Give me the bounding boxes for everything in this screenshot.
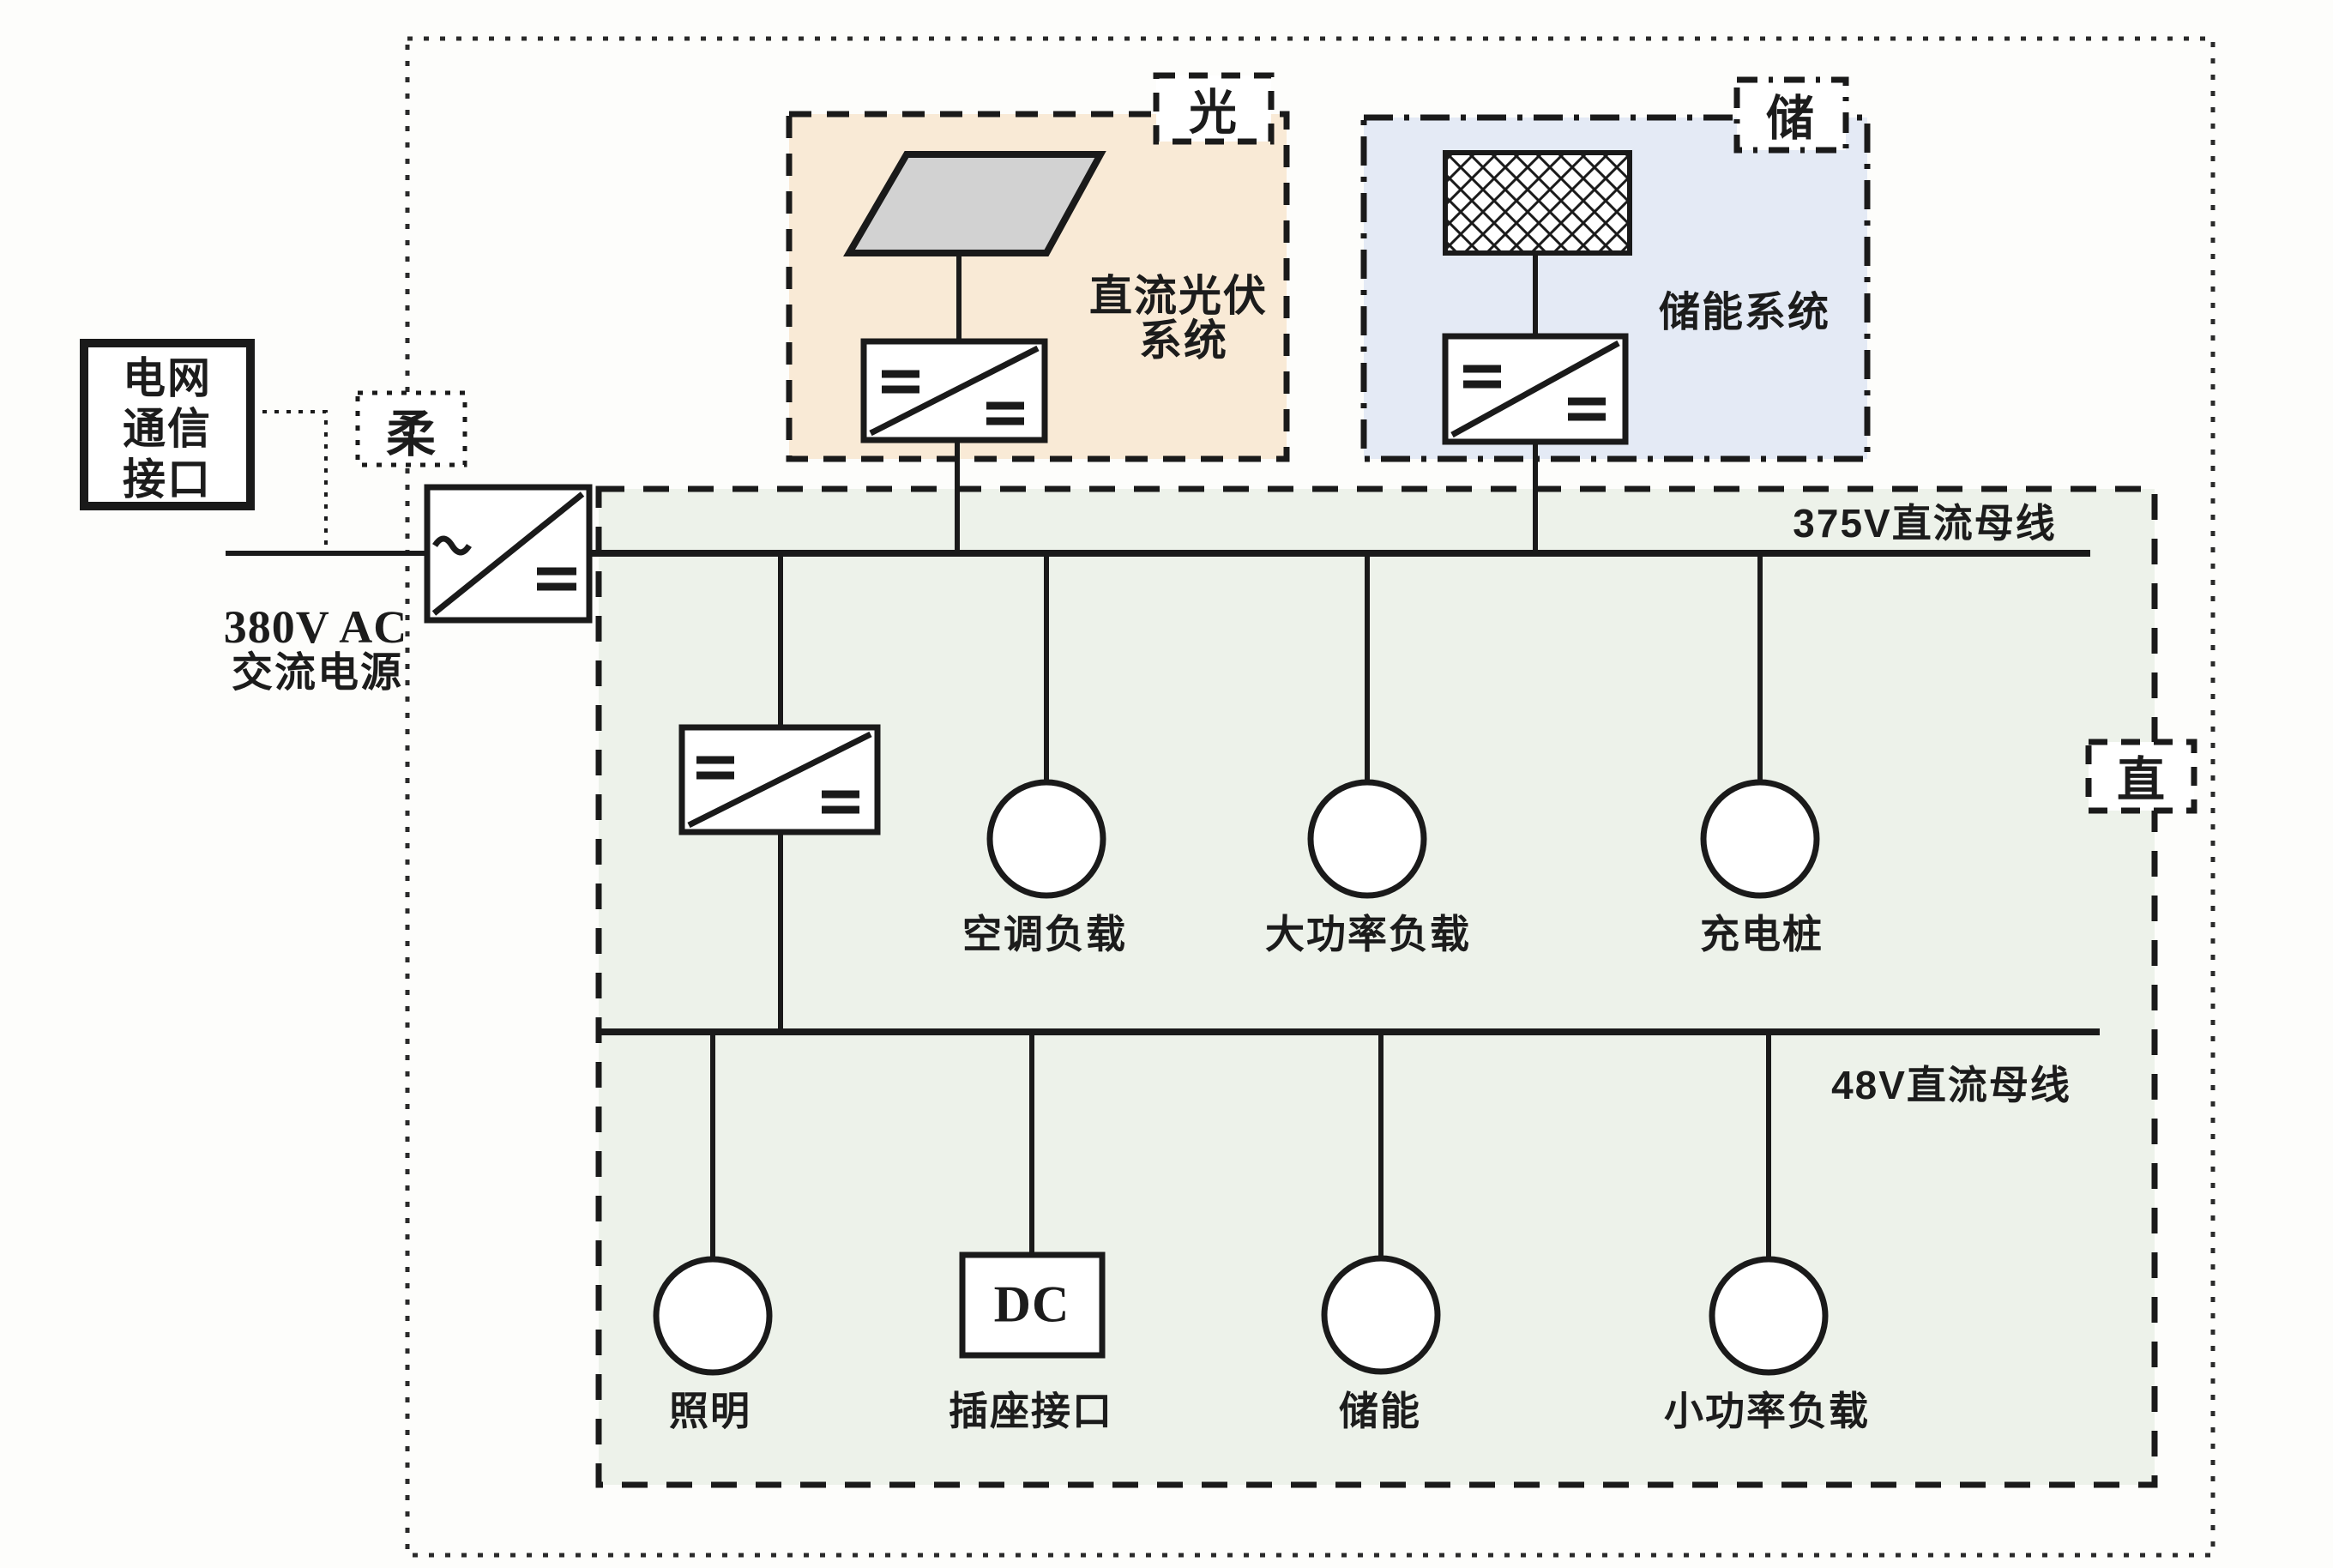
grid-interface-line1: 电网 bbox=[123, 354, 212, 402]
badge-storage: 储 bbox=[1766, 91, 1816, 146]
load-label-low-power: 小功率负载 bbox=[1664, 1389, 1870, 1433]
badge-dc: 直 bbox=[2117, 752, 2167, 807]
badge-pv: 光 bbox=[1189, 85, 1239, 140]
badge-box-storage bbox=[1733, 76, 1849, 154]
load-label-high-power: 大功率负载 bbox=[1265, 912, 1471, 956]
load-label-socket-interface: 插座接口 bbox=[949, 1389, 1113, 1433]
battery-hatch bbox=[1445, 153, 1630, 253]
badge-box-pv bbox=[1153, 72, 1275, 145]
grid-interface-line2: 通信 bbox=[123, 405, 212, 453]
interbus-dc-dc-converter-icon bbox=[678, 724, 881, 835]
dc-socket-label: DC bbox=[993, 1276, 1070, 1333]
load-circle-high-power bbox=[1307, 779, 1427, 899]
load-label-ev-charger: 充电桩 bbox=[1700, 912, 1824, 956]
load-label-storage: 储能 bbox=[1339, 1389, 1421, 1433]
grid-interface-line3: 接口 bbox=[123, 455, 212, 504]
solar-panel-icon bbox=[843, 151, 1106, 256]
grid-interface-box bbox=[80, 339, 255, 510]
ac-source-label-line2: 交流电源 bbox=[231, 650, 404, 696]
dc-socket-box bbox=[959, 1251, 1106, 1359]
load-circle-storage bbox=[1321, 1255, 1441, 1375]
bus-48v-label: 48V直流母线 bbox=[1831, 1063, 2071, 1107]
bus-375v-label: 375V直流母线 bbox=[1793, 501, 2057, 546]
pv-system-label-line2: 系统 bbox=[1139, 317, 1228, 365]
load-circle-low-power bbox=[1709, 1256, 1829, 1376]
load-label-lighting: 照明 bbox=[669, 1389, 751, 1433]
storage-dc-dc-converter-icon bbox=[1442, 333, 1629, 445]
pv-dc-dc-converter-icon bbox=[860, 338, 1048, 443]
load-circle-lighting bbox=[653, 1256, 773, 1376]
comms-link-wire bbox=[250, 410, 328, 553]
load-circle-ev-charger bbox=[1700, 779, 1820, 899]
pv-system-label-line1: 直流光伏 bbox=[1089, 272, 1268, 320]
load-label-air-conditioning: 空调负载 bbox=[962, 912, 1127, 956]
badge-box-dc bbox=[2085, 739, 2197, 814]
badge-flexible: 柔 bbox=[385, 407, 438, 462]
ac-source-label-line1: 380V AC bbox=[223, 601, 408, 653]
ac-dc-converter-icon bbox=[424, 484, 593, 624]
outer-boundary-box bbox=[405, 36, 2215, 1558]
ac-tilde-mark bbox=[432, 535, 472, 556]
load-circle-air-conditioning bbox=[986, 779, 1106, 899]
badge-box-flexible bbox=[355, 390, 467, 467]
storage-system-label: 储能系统 bbox=[1658, 290, 1831, 335]
